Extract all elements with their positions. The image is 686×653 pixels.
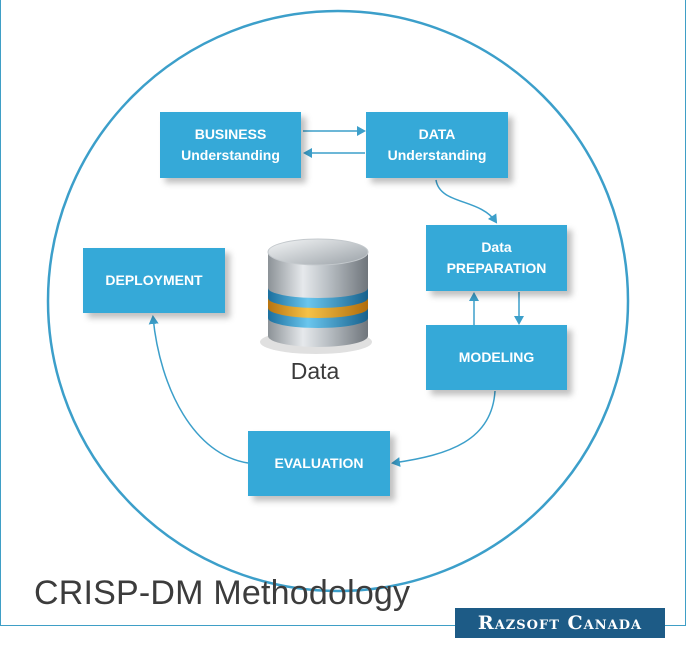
deployment-box: DEPLOYMENT <box>83 248 225 313</box>
evaluation-box: EVALUATION <box>248 431 390 496</box>
data-understanding-box: DATA Understanding <box>366 112 508 178</box>
data-preparation-line2: PREPARATION <box>446 260 547 276</box>
cycle-circle <box>46 9 630 593</box>
deployment-label: DEPLOYMENT <box>105 272 203 288</box>
modeling-label: MODELING <box>458 349 535 365</box>
data-understanding-line2: Understanding <box>387 147 487 163</box>
data-preparation-line1: Data <box>481 239 512 255</box>
business-understanding-box: BUSINESS Understanding <box>160 112 301 178</box>
arrow-understanding-to-preparation <box>435 179 498 224</box>
database-label: Data <box>290 358 340 384</box>
arrow-evaluation-to-deployment <box>148 315 249 464</box>
diagram-title: CRISP-DM Methodology <box>34 574 411 612</box>
data-preparation-box: Data PREPARATION <box>426 225 567 291</box>
data-understanding-line1: DATA <box>418 126 456 142</box>
brand-badge: Razsoft Canada <box>455 608 665 638</box>
business-line2: Understanding <box>181 147 280 163</box>
database-icon <box>260 238 372 354</box>
business-line1: BUSINESS <box>194 126 267 142</box>
modeling-box: MODELING <box>426 325 567 390</box>
evaluation-label: EVALUATION <box>274 455 364 471</box>
arrow-modeling-to-evaluation <box>391 390 496 467</box>
